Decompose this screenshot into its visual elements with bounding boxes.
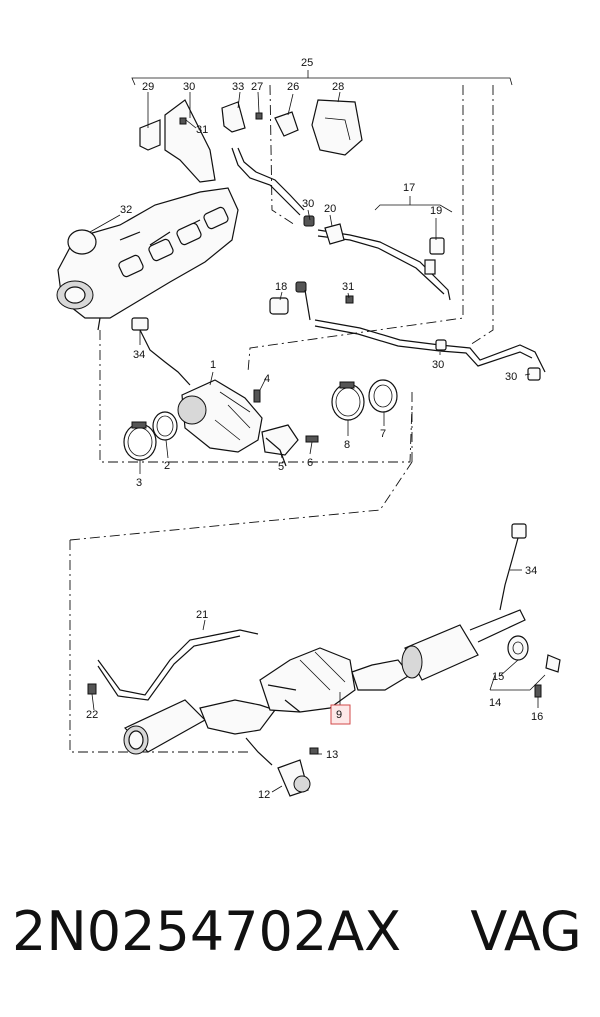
callout-3: 3	[136, 477, 142, 489]
part-caption: 2N0254702AX VAG	[12, 900, 592, 980]
callout-26: 26	[287, 81, 299, 93]
callout-30-far-right: 30	[505, 371, 517, 383]
callout-17: 17	[403, 182, 415, 194]
oxygen-sensor-34-lower	[499, 523, 527, 611]
callout-5: 5	[278, 461, 284, 473]
clamp-3	[123, 421, 157, 461]
callout-21: 21	[196, 609, 208, 621]
callout-12: 12	[258, 789, 270, 801]
hanger-15-16	[507, 635, 561, 698]
bracket-33-27	[221, 101, 263, 133]
callout-34-upper: 34	[133, 349, 145, 361]
callout-18: 18	[275, 281, 287, 293]
diesel-particulate-filter-9	[259, 647, 411, 713]
pressure-line-21	[87, 629, 259, 701]
leader-lines	[89, 91, 546, 793]
callout-25: 25	[301, 57, 313, 69]
sensor-pipe-upper	[231, 147, 305, 216]
bracket-12-13	[245, 737, 319, 797]
gasket-2	[152, 411, 178, 441]
upper-assembly-frame	[69, 84, 494, 753]
callout-14: 14	[489, 697, 501, 709]
highlight-box-9	[330, 704, 351, 725]
callout-6: 6	[307, 457, 313, 469]
callout-30-right: 30	[432, 359, 444, 371]
clamp-8	[331, 381, 365, 421]
mounting-bracket-29-30	[139, 99, 216, 183]
callout-1: 1	[210, 359, 216, 371]
turbocharger-manifold	[56, 187, 239, 331]
clip-26	[274, 111, 299, 137]
callout-31-mid: 31	[342, 281, 354, 293]
callout-28: 28	[332, 81, 344, 93]
callout-15: 15	[492, 671, 504, 683]
callout-34-lower: 34	[525, 565, 537, 577]
callout-29: 29	[142, 81, 154, 93]
callout-19: 19	[430, 205, 442, 217]
callout-22: 22	[86, 709, 98, 721]
callout-27: 27	[251, 81, 263, 93]
brand-name: VAG	[470, 900, 582, 963]
callout-2: 2	[164, 460, 170, 472]
callout-9: 9	[336, 709, 342, 721]
callout-bracket-25	[131, 70, 513, 86]
callout-13: 13	[326, 749, 338, 761]
rear-muffler	[401, 609, 526, 681]
callout-4: 4	[264, 373, 270, 385]
catalytic-converter-1	[177, 379, 299, 456]
gasket-7	[368, 379, 398, 413]
part-number: 2N0254702AX	[12, 900, 402, 963]
callout-8: 8	[344, 439, 350, 451]
pressure-pipe-lower	[269, 281, 546, 381]
callout-7: 7	[380, 428, 386, 440]
callout-30: 30	[183, 81, 195, 93]
pressure-line-17	[303, 215, 451, 301]
callout-33: 33	[232, 81, 244, 93]
callout-31-top: 31	[196, 124, 208, 136]
callout-30-mid: 30	[302, 198, 314, 210]
callout-32: 32	[120, 204, 132, 216]
exhaust-parts-diagram: 25 29 30 33 27 26 28 31 32 30 20 17 19 1…	[56, 57, 561, 801]
callout-labels: 25 29 30 33 27 26 28 31 32 30 20 17 19 1…	[86, 57, 543, 801]
callout-20: 20	[324, 203, 336, 215]
callout-16: 16	[531, 711, 543, 723]
exhaust-pipe-front-tube	[123, 699, 276, 755]
heat-shield-28	[311, 99, 363, 156]
